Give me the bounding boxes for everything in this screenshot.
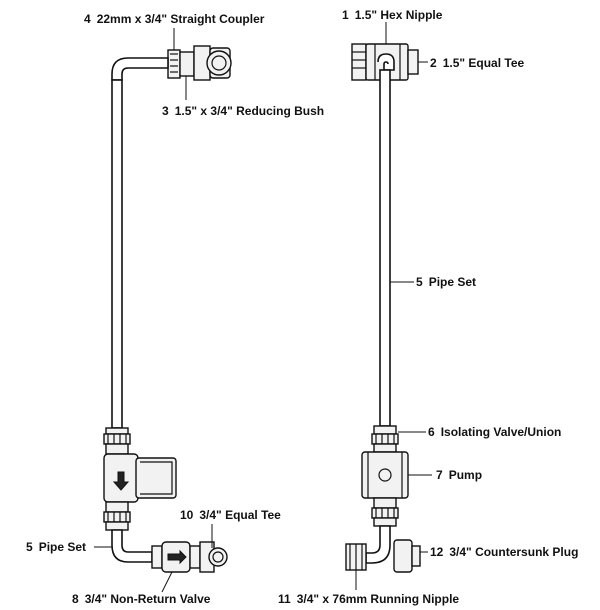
- left-top-pipe: [111, 57, 169, 81]
- left-vertical-pipe: [111, 79, 123, 429]
- part-name: Pipe Set: [38, 540, 87, 554]
- equal-tee-right-outlet: [407, 49, 419, 75]
- label-pump: 7 Pump: [436, 468, 482, 482]
- right-valve-top-body: [373, 443, 397, 453]
- label-pipe-set-right: 5 Pipe Set: [416, 275, 476, 289]
- flow-arrow-icon: [112, 471, 130, 491]
- part-name: 1.5" Hex Nipple: [354, 8, 443, 22]
- right-assembly: [345, 43, 421, 573]
- label-reducing-bush: 3 1.5" x 3/4" Reducing Bush: [162, 104, 324, 118]
- part-number: 1: [342, 8, 349, 22]
- part-name: Isolating Valve/Union: [440, 425, 562, 439]
- part-name: Pipe Set: [428, 275, 477, 289]
- part-number: 7: [436, 468, 443, 482]
- label-isolating-valve: 6 Isolating Valve/Union: [428, 425, 561, 439]
- non-return-valve-nut-right: [189, 545, 201, 569]
- right-valve-bottom-body: [373, 497, 397, 509]
- countersunk-plug: [411, 545, 421, 567]
- part-name: 1.5" x 3/4" Reducing Bush: [174, 104, 325, 118]
- reducing-bush-left: [179, 51, 195, 77]
- part-number: 10: [180, 508, 194, 522]
- part-number: 2: [430, 56, 437, 70]
- label-countersunk-plug: 12 3/4" Countersunk Plug: [430, 545, 578, 559]
- part-number: 3: [162, 104, 169, 118]
- part-number: 11: [278, 592, 291, 606]
- right-valve-bottom-union: [373, 517, 397, 527]
- equal-tee-left-port: [206, 50, 232, 76]
- label-pipe-set-left: 5 Pipe Set: [26, 540, 86, 554]
- equal-tee-bottom-port: [208, 547, 228, 567]
- hex-nipple: [351, 43, 367, 81]
- part-number: 8: [72, 592, 79, 606]
- label-running-nipple: 11 3/4" x 76mm Running Nipple: [278, 592, 459, 606]
- label-non-return-valve: 8 3/4" Non-Return Valve: [72, 592, 210, 606]
- right-bottom-bend: [365, 525, 391, 564]
- label-equal-tee-34: 10 3/4" Equal Tee: [180, 508, 281, 522]
- leader-lines: [94, 22, 432, 593]
- part-name: 3/4" x 76mm Running Nipple: [296, 592, 460, 606]
- part-name: 3/4" Non-Return Valve: [84, 592, 211, 606]
- part-number: 6: [428, 425, 435, 439]
- part-number: 5: [416, 275, 423, 289]
- part-number: 12: [430, 545, 444, 559]
- left-valve-bottom-body: [105, 501, 129, 513]
- left-valve-bottom-union: [105, 521, 129, 531]
- label-equal-tee-15: 2 1.5" Equal Tee: [430, 56, 524, 70]
- part-number: 5: [26, 540, 33, 554]
- right-valve-top-union: [373, 425, 397, 435]
- part-number: 4: [84, 12, 91, 26]
- left-pump-motor: [135, 457, 177, 499]
- left-assembly: [103, 45, 232, 573]
- part-name: 3/4" Countersunk Plug: [449, 545, 579, 559]
- flow-direction-arrow-icon: [167, 549, 187, 565]
- left-valve-top-body: [105, 443, 129, 455]
- right-vertical-pipe: [379, 69, 391, 427]
- label-hex-nipple: 1 1.5" Hex Nipple: [342, 8, 442, 22]
- countersunk-plug-tee: [393, 539, 413, 573]
- label-straight-coupler: 4 22mm x 3/4" Straight Coupler: [84, 12, 264, 26]
- non-return-valve-nut-left: [151, 545, 163, 569]
- left-valve-top-union: [105, 427, 129, 435]
- part-name: 3/4" Equal Tee: [199, 508, 281, 522]
- left-bottom-pipe: [111, 529, 153, 563]
- part-name: 1.5" Equal Tee: [442, 56, 525, 70]
- part-name: Pump: [448, 468, 483, 482]
- part-name: 22mm x 3/4" Straight Coupler: [96, 12, 265, 26]
- right-pump-body: [361, 451, 409, 499]
